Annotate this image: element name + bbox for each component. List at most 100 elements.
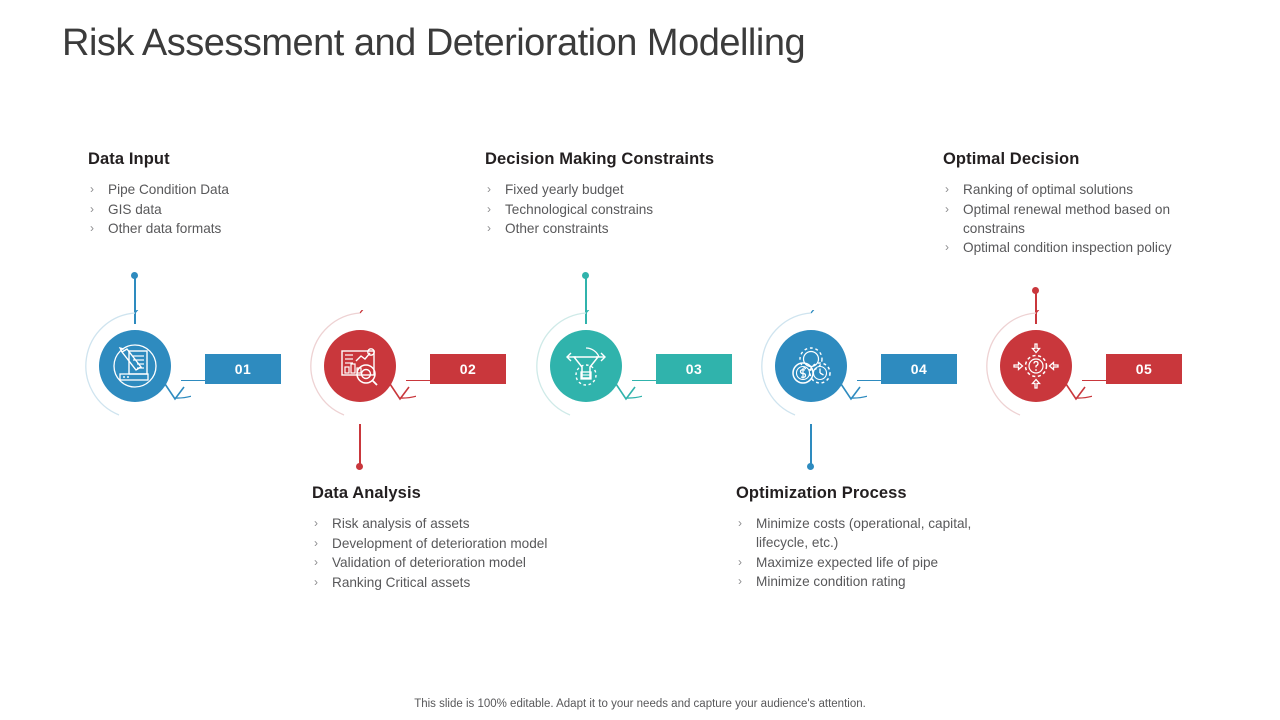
chevron-right-icon: › (314, 516, 318, 530)
step-bullet-list-04: › Minimize costs (operational, capital, l… (736, 514, 1006, 591)
list-item: › Minimize costs (operational, capital, l… (736, 514, 1006, 552)
list-item: › Pipe Condition Data (88, 180, 348, 199)
connector-dot-04 (807, 463, 814, 470)
bullet-text: Other data formats (108, 221, 222, 236)
chevron-right-icon: › (314, 535, 318, 550)
cost-time-gear-coins-icon (792, 347, 831, 384)
step-heading-04: Optimization Process (736, 484, 907, 502)
step-icon-disc-03 (550, 330, 622, 402)
bullet-text: Pipe Condition Data (108, 182, 229, 197)
step-number-04: 04 (910, 361, 928, 377)
list-item: › GIS data (88, 200, 348, 219)
connector-stem-04 (810, 424, 812, 466)
step-bullet-list-03: › Fixed yearly budget › Technological cons… (485, 180, 785, 238)
bullet-text: Minimize condition rating (756, 574, 906, 589)
bullet-text: Development of deterioration model (332, 535, 548, 551)
step-number-03: 03 (685, 361, 703, 377)
connector-stem-02 (359, 424, 361, 466)
step-badge-01[interactable]: 01 (205, 354, 281, 384)
chevron-right-icon: › (314, 574, 318, 589)
chevron-right-icon: › (314, 555, 318, 569)
step-icon-disc-04 (775, 330, 847, 402)
analytics-chart-search-icon (341, 348, 378, 386)
step-icon-disc-05 (1000, 330, 1072, 402)
step-number-02: 02 (459, 361, 477, 377)
bullet-text: Technological constrains (505, 201, 654, 217)
list-item: › Risk analysis of assets (312, 514, 562, 533)
bullet-text: Fixed yearly budget (505, 182, 624, 197)
step-node-03[interactable] (530, 310, 642, 422)
step-badge-02[interactable]: 02 (430, 354, 506, 384)
arrow-ring-03 (536, 310, 642, 416)
step-bullet-list-02: › Risk analysis of assets › Development of… (312, 514, 562, 592)
step-badge-03[interactable]: 03 (656, 354, 732, 384)
step-node-01[interactable] (79, 310, 191, 422)
step-node-04[interactable] (755, 310, 867, 422)
footer-note: This slide is 100% editable. Adapt it to… (414, 698, 866, 710)
bullet-text: Ranking Critical assets (332, 574, 471, 590)
connector-dot-02 (356, 463, 363, 470)
step-text-block-05: Optimal Decision › Ranking of optimal sol… (943, 150, 1223, 258)
page-title: Risk Assessment and Deterioration Modell… (62, 22, 806, 64)
badge-elbow-02 (406, 380, 436, 382)
step-badge-05[interactable]: 05 (1106, 354, 1182, 384)
chevron-right-icon: › (945, 182, 949, 196)
arrow-ring-04 (761, 310, 867, 416)
chevron-right-icon: › (90, 201, 94, 216)
step-bullet-list-05: › Ranking of optimal solutions › Optimal r… (943, 180, 1223, 257)
step-node-05[interactable] (980, 310, 1092, 422)
funnel-arrows-gear-icon (566, 347, 606, 386)
chevron-right-icon: › (487, 182, 491, 196)
document-pencil-icon (113, 344, 157, 388)
chevron-right-icon: › (738, 574, 742, 588)
step-node-02[interactable] (304, 310, 416, 422)
list-item: ›Maximize expected life of pipe (736, 553, 1006, 572)
connector-stem-05 (1035, 290, 1037, 324)
bullet-text: Ranking of optimal solutions (963, 182, 1134, 197)
step-text-block-04: Optimization Process › Minimize costs (op… (736, 484, 1006, 592)
list-item: › Ranking Critical assets (312, 573, 562, 592)
bullet-text: Validation of deterioration model (332, 555, 526, 570)
badge-elbow-04 (857, 380, 887, 382)
chevron-right-icon: › (945, 201, 949, 216)
chevron-right-icon: › (90, 182, 94, 196)
bullet-text: Minimize costs (operational, capital, li… (756, 516, 972, 550)
step-text-block-03: Decision Making Constraints › Fixed yearl… (485, 150, 785, 239)
step-badge-04[interactable]: 04 (881, 354, 957, 384)
chevron-right-icon: › (738, 554, 742, 569)
step-heading-02: Data Analysis (312, 484, 421, 502)
bullet-text: GIS data (108, 201, 162, 217)
step-number-01: 01 (234, 361, 252, 377)
bullet-text: Risk analysis of assets (332, 516, 470, 531)
list-item: ›Optimal condition inspection policy (943, 238, 1223, 257)
list-item: › Technological constrains (485, 200, 785, 219)
step-bullet-list-01: › Pipe Condition Data › GIS data › Other da… (88, 180, 348, 238)
list-item: › Validation of deterioration model (312, 553, 562, 572)
chevron-right-icon: › (90, 221, 94, 235)
step-text-block-02: Data Analysis › Risk analysis of assets ›… (312, 484, 562, 592)
step-heading-05: Optimal Decision (943, 150, 1080, 168)
chevron-right-icon: › (487, 201, 491, 216)
chevron-right-icon: › (487, 221, 491, 235)
step-text-block-01: Data Input › Pipe Condition Data › GIS dat… (88, 150, 348, 239)
connector-dot-03 (582, 272, 589, 279)
step-number-05: 05 (1135, 361, 1153, 377)
list-item: › Fixed yearly budget (485, 180, 785, 199)
chevron-right-icon: › (945, 240, 949, 254)
step-heading-01: Data Input (88, 150, 170, 168)
arrow-ring-01 (85, 310, 191, 416)
connector-stem-01 (134, 276, 136, 324)
list-item: › Other constraints (485, 219, 785, 238)
arrow-ring-02 (310, 310, 416, 416)
step-heading-03: Decision Making Constraints (485, 150, 715, 168)
chevron-right-icon: › (738, 516, 742, 530)
list-item: › Minimize condition rating (736, 572, 1006, 591)
bullet-text: Optimal renewal method based on constrai… (963, 201, 1171, 236)
step-icon-disc-01 (99, 330, 171, 402)
badge-elbow-01 (181, 380, 211, 382)
bullet-text: Other constraints (505, 221, 609, 236)
list-item: › Ranking of optimal solutions (943, 180, 1223, 199)
list-item: › Other data formats (88, 219, 348, 238)
list-item: › Optimal renewal method based on constra… (943, 200, 1223, 238)
